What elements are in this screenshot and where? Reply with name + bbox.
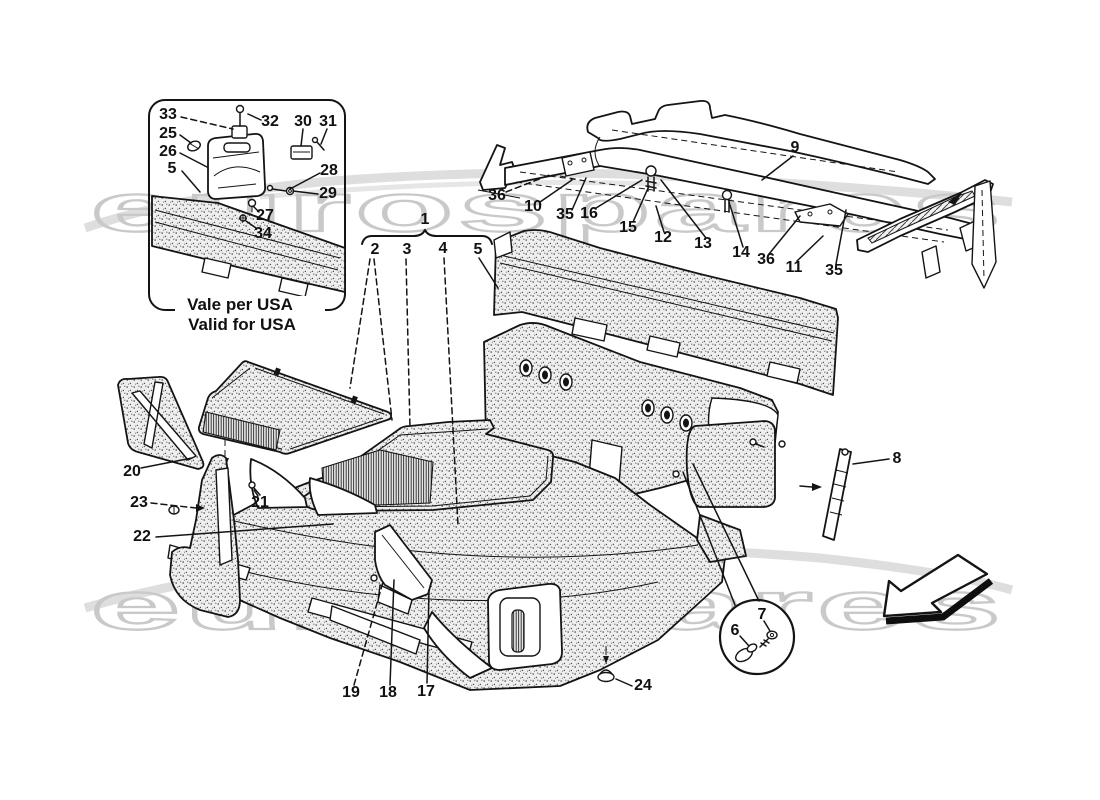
rear-frame-assembly (477, 99, 997, 289)
callout-10: 10 (524, 198, 542, 215)
callout-25: 25 (159, 125, 177, 142)
callout-7: 7 (757, 606, 767, 623)
bulkhead-holes (519, 359, 693, 432)
callout-30: 30 (294, 113, 312, 130)
callout-35: 35 (556, 206, 574, 223)
callout-3: 3 (402, 241, 412, 258)
inset-caption-english: Valid for USA (188, 315, 296, 334)
callout-34: 34 (254, 225, 272, 242)
callout-32: 32 (261, 113, 279, 130)
callout-8: 8 (892, 450, 902, 467)
front-mat (300, 419, 555, 512)
callout-4: 4 (438, 240, 448, 257)
callout-24: 24 (634, 677, 652, 694)
callout-21: 21 (251, 494, 269, 511)
callout-23: 23 (130, 494, 148, 511)
callout-11: 11 (785, 259, 803, 276)
leader-lines (140, 113, 890, 687)
callout-33: 33 (159, 106, 177, 123)
callout-36: 36 (488, 187, 506, 204)
bulkhead-carpet-lower (483, 322, 786, 508)
callout-15: 15 (619, 219, 637, 236)
left-side-pieces (117, 375, 378, 618)
callout-17: 17 (417, 683, 435, 700)
callout-26: 26 (159, 143, 177, 160)
callout-18: 18 (379, 684, 397, 701)
inset-caption-italian: Vale per USA (187, 295, 293, 314)
fastener-24 (597, 646, 615, 683)
bulkhead-insulation-upper (493, 229, 839, 396)
group-bracket-1 (361, 229, 493, 245)
rear-mat (197, 360, 393, 468)
callout-16: 16 (580, 205, 598, 222)
callout-20: 20 (123, 463, 141, 480)
callout-5: 5 (167, 160, 177, 177)
callout-13: 13 (694, 235, 712, 252)
callout-5: 5 (473, 241, 483, 258)
callout-22: 22 (133, 528, 151, 545)
callout-35: 35 (825, 262, 843, 279)
direction-arrow (882, 553, 994, 625)
callout-36: 36 (757, 251, 775, 268)
callout-6: 6 (730, 622, 740, 639)
callout-31: 31 (319, 113, 337, 130)
callout-19: 19 (342, 684, 360, 701)
callout-28: 28 (320, 162, 338, 179)
tunnel-pieces (329, 524, 493, 679)
callout-2: 2 (370, 241, 380, 258)
callout-14: 14 (732, 244, 750, 261)
stiffener-strip-8 (799, 448, 852, 541)
usa-inset-box: Vale per USA Valid for USA (148, 99, 346, 334)
callout-9: 9 (790, 139, 800, 156)
callout-29: 29 (319, 185, 337, 202)
fastener-detail-circle (718, 598, 796, 676)
callout-12: 12 (654, 229, 672, 246)
callout-1: 1 (420, 211, 430, 228)
callout-27: 27 (256, 207, 274, 224)
